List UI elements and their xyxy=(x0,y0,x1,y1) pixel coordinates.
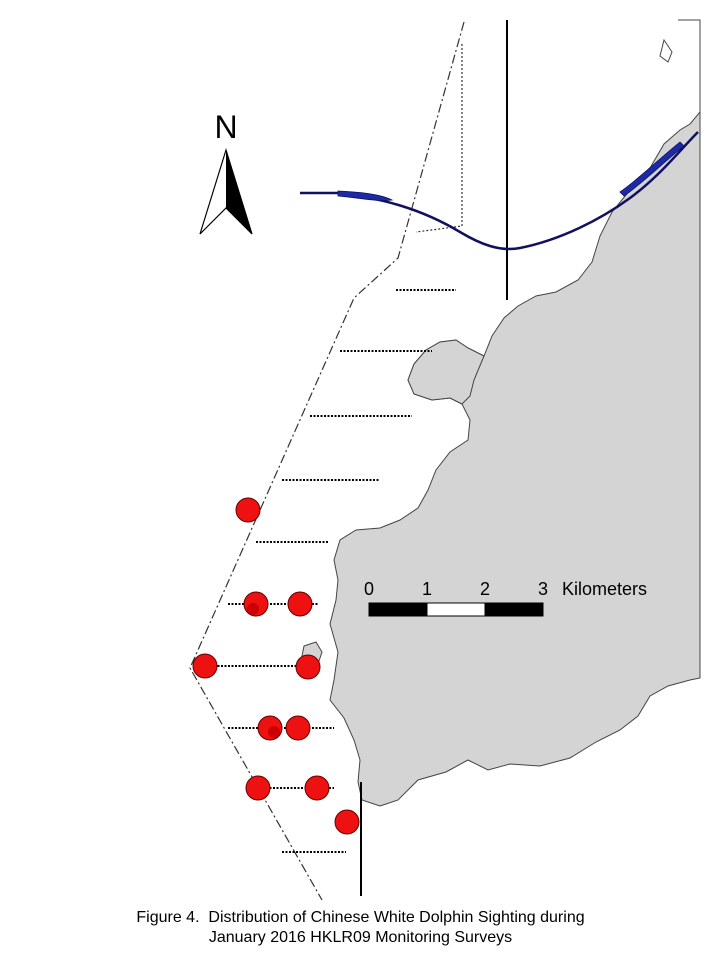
northern-coastline xyxy=(329,19,701,807)
scale-tick-label: 0 xyxy=(364,579,374,599)
scale-tick-label: 3 xyxy=(538,579,548,599)
sighting-marker xyxy=(304,775,330,801)
scale-tick-label: 1 xyxy=(422,579,432,599)
scale-bar: 0 1 2 3 Kilometers xyxy=(364,579,647,617)
sighting-marker xyxy=(268,726,280,738)
sighting-marker xyxy=(192,653,218,679)
scale-segment-1 xyxy=(368,602,428,617)
scale-segment-2 xyxy=(426,602,486,617)
sighting-marker xyxy=(287,591,313,617)
scale-unit-label: Kilometers xyxy=(562,579,647,599)
bridge-route-highlight xyxy=(337,190,394,201)
coastal-detail-top xyxy=(659,38,673,63)
north-label: N xyxy=(214,109,237,145)
caption-line-2: January 2016 HKLR09 Monitoring Surveys xyxy=(208,929,513,946)
scale-tick-label: 2 xyxy=(480,579,490,599)
figure-caption: Figure 4. Distribution of Chinese White … xyxy=(0,908,721,948)
bridge-route-highlight-east xyxy=(619,141,685,197)
north-arrow: N xyxy=(199,109,253,235)
sighting-marker xyxy=(235,497,261,523)
islet-peninsula xyxy=(407,339,485,405)
sighting-marker xyxy=(245,775,271,801)
north-arrow-shade xyxy=(226,150,252,234)
sighting-marker xyxy=(334,809,360,835)
sighting-marker xyxy=(295,654,321,680)
sighting-marker xyxy=(247,603,259,615)
upper-boundary-segment xyxy=(415,44,463,233)
land-masses xyxy=(301,19,701,807)
sighting-marker xyxy=(285,715,311,741)
caption-line-1: Figure 4. Distribution of Chinese White … xyxy=(136,909,585,926)
bridge-route-line xyxy=(300,131,699,251)
dolphin-sightings xyxy=(192,497,360,835)
scale-segment-3 xyxy=(484,602,544,617)
